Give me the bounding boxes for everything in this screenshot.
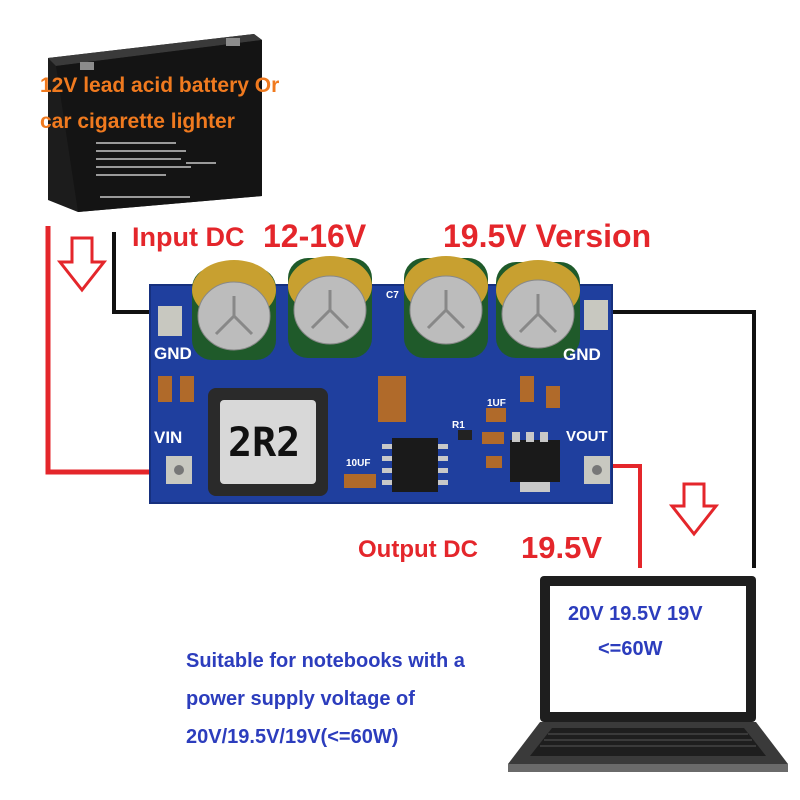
battery-image — [48, 34, 262, 212]
output-positive-wire — [600, 464, 642, 568]
gnd-out-silkscreen: GND — [563, 345, 601, 364]
version-label: 19.5V Version — [443, 218, 652, 254]
input-down-arrow-icon — [56, 236, 108, 293]
gnd-out-pad — [584, 300, 608, 330]
gnd-in-pad — [158, 306, 182, 336]
output-ground-wire — [600, 310, 756, 568]
r1-silkscreen: R1 — [452, 420, 465, 431]
description-line2: power supply voltage of — [186, 688, 415, 710]
description-line1: Suitable for notebooks with a — [186, 650, 465, 672]
cap-1uf-silkscreen: 1UF — [487, 398, 506, 409]
inductor-marking: 2R2 — [228, 420, 301, 466]
battery-terminal — [226, 38, 240, 46]
output-down-arrow-icon — [668, 482, 720, 537]
capacitor-2 — [288, 256, 372, 358]
regulator — [510, 440, 560, 482]
description-line3: 20V/19.5V/19V(<=60W) — [186, 726, 399, 748]
laptop-screen-line2: <=60W — [598, 638, 663, 660]
output-label: Output DC — [358, 536, 478, 563]
gnd-in-silkscreen: GND — [154, 344, 192, 363]
input-value: 12-16V — [263, 218, 367, 254]
laptop-screen-line1: 20V 19.5V 19V — [568, 603, 703, 625]
capacitor-3 — [404, 256, 488, 358]
ic-chip — [392, 438, 438, 492]
laptop-image — [508, 576, 788, 772]
battery-title-line1: 12V lead acid battery Or — [40, 74, 280, 97]
c7-silkscreen: C7 — [386, 290, 399, 301]
cap-10uf-silkscreen: 10UF — [346, 458, 371, 469]
capacitor-1 — [192, 260, 276, 360]
input-positive-wire — [45, 226, 178, 475]
vout-silkscreen: VOUT — [566, 428, 608, 445]
laptop-screen — [550, 586, 746, 712]
vin-silkscreen: VIN — [154, 428, 183, 447]
output-value: 19.5V — [521, 530, 603, 565]
capacitor-4 — [496, 260, 580, 358]
battery-terminal — [80, 62, 94, 70]
battery-title-line2: car cigarette lighter — [40, 110, 235, 133]
input-label: Input DC — [132, 222, 245, 252]
